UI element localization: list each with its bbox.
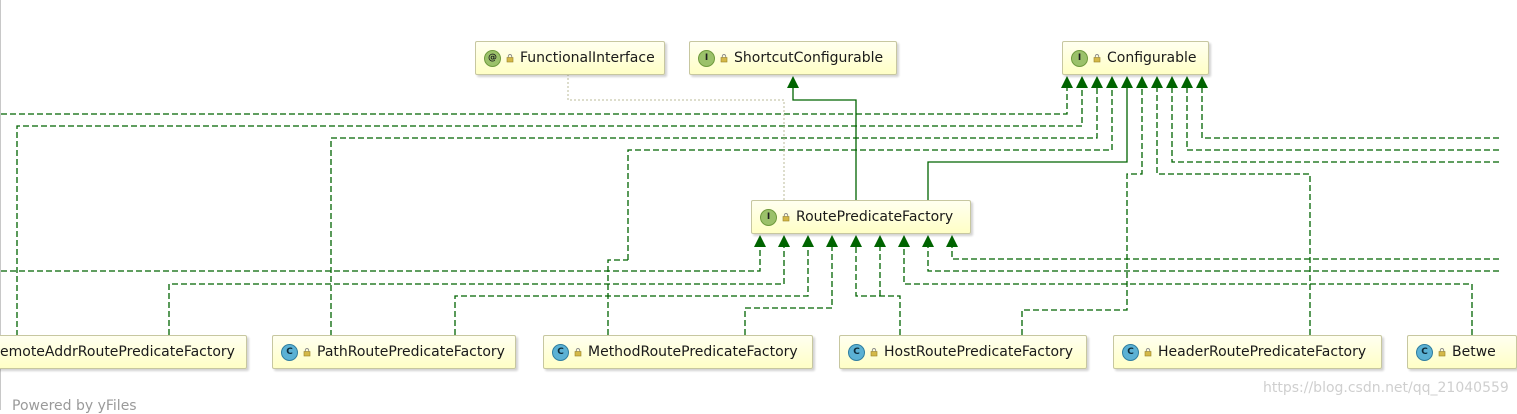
watermark: https://blog.csdn.net/qq_21040559 [1263, 380, 1509, 396]
arrowhead [1196, 76, 1208, 88]
arrowhead [946, 235, 958, 247]
lock-icon [1144, 348, 1152, 357]
node-label: HeaderRoutePredicateFactory [1158, 344, 1367, 360]
arrowhead [1106, 76, 1118, 88]
annotation-icon: @ [484, 49, 501, 67]
edge-remoteaddr-configurable [1, 88, 1068, 115]
edge-method-route [744, 247, 833, 335]
interface-icon: I [698, 49, 715, 67]
lock-icon [303, 348, 311, 357]
arrowhead [826, 235, 838, 247]
edge-method-configurable-link [607, 259, 628, 335]
arrowhead [922, 235, 934, 247]
node-route-predicate-factory[interactable]: I RoutePredicateFactory [751, 200, 971, 234]
class-icon: C [848, 343, 865, 361]
edge-other-route [951, 247, 1499, 260]
node-label: RoutePredicateFactory [796, 209, 954, 225]
class-icon: C [1122, 343, 1139, 361]
arrowhead [898, 235, 910, 247]
edge-header-configurable [1156, 88, 1311, 335]
lock-icon [782, 213, 790, 222]
edge-host-configurable [1021, 88, 1143, 335]
arrowhead [1091, 76, 1103, 88]
edge-remoteaddr-route [1, 247, 761, 272]
arrowhead [1076, 76, 1088, 88]
node-between-route-predicate-factory[interactable]: C Betwe [1407, 335, 1517, 369]
edge-other-configurable-2 [1186, 88, 1499, 151]
edge-header-route [927, 247, 1499, 272]
edge-route-shortcut [792, 88, 857, 200]
edge-method-configurable [627, 88, 1113, 260]
class-icon: C [1416, 343, 1433, 361]
edge-remoteaddr-configurable-2 [16, 88, 1083, 345]
node-host-route-predicate-factory[interactable]: C HostRoutePredicateFactory [839, 335, 1087, 369]
interface-icon: I [760, 208, 777, 226]
node-label: Configurable [1107, 50, 1197, 66]
arrowhead [1181, 76, 1193, 88]
node-path-route-predicate-factory[interactable]: C PathRoutePredicateFactory [272, 335, 516, 369]
arrowhead [850, 235, 862, 247]
arrowhead [802, 235, 814, 247]
arrowhead [1166, 76, 1178, 88]
left-edge-rule [0, 0, 1, 410]
arrowhead [1061, 76, 1073, 88]
arrowhead [1151, 76, 1163, 88]
arrowhead [787, 76, 799, 88]
class-icon: C [281, 343, 298, 361]
lock-icon [574, 348, 582, 357]
node-label: ShortcutConfigurable [734, 50, 884, 66]
node-header-route-predicate-factory[interactable]: C HeaderRoutePredicateFactory [1113, 335, 1382, 369]
class-icon: C [552, 343, 569, 361]
powered-by-footer: Powered by yFiles [12, 398, 137, 414]
node-configurable[interactable]: I Configurable [1062, 41, 1209, 75]
edge-path-configurable [330, 88, 1098, 345]
node-functional-interface[interactable]: @ FunctionalInterface [475, 41, 665, 75]
edge-route-configurable [927, 88, 1128, 200]
edge-between-route [903, 247, 1473, 335]
lock-icon [1438, 348, 1446, 357]
edge-path-route [454, 247, 809, 335]
node-label: Betwe [1452, 344, 1496, 360]
node-label: emoteAddrRoutePredicateFactory [0, 344, 235, 360]
edge-other-configurable-1 [1171, 88, 1499, 163]
lock-icon [1093, 54, 1101, 63]
node-label: FunctionalInterface [520, 50, 655, 66]
node-shortcut-configurable[interactable]: I ShortcutConfigurable [689, 41, 897, 75]
arrowhead [778, 235, 790, 247]
node-label: PathRoutePredicateFactory [317, 344, 505, 360]
lock-icon [870, 348, 878, 357]
lock-icon [720, 54, 728, 63]
node-label: HostRoutePredicateFactory [884, 344, 1074, 360]
node-method-route-predicate-factory[interactable]: C MethodRoutePredicateFactory [543, 335, 813, 369]
arrowhead [754, 235, 766, 247]
inheritance-edges [1, 75, 1499, 345]
edge-other-configurable-3 [1201, 88, 1499, 139]
interface-icon: I [1071, 49, 1088, 67]
edge-route-functional [567, 75, 785, 200]
edge-host-route [855, 247, 901, 335]
arrowhead [1136, 76, 1148, 88]
edge-remoteaddr-route-2 [168, 247, 785, 335]
arrowhead [874, 235, 886, 247]
node-remote-addr-route-predicate-factory[interactable]: emoteAddrRoutePredicateFactory [0, 335, 247, 369]
node-label: MethodRoutePredicateFactory [588, 344, 798, 360]
arrowhead [1121, 76, 1133, 88]
lock-icon [506, 54, 514, 63]
